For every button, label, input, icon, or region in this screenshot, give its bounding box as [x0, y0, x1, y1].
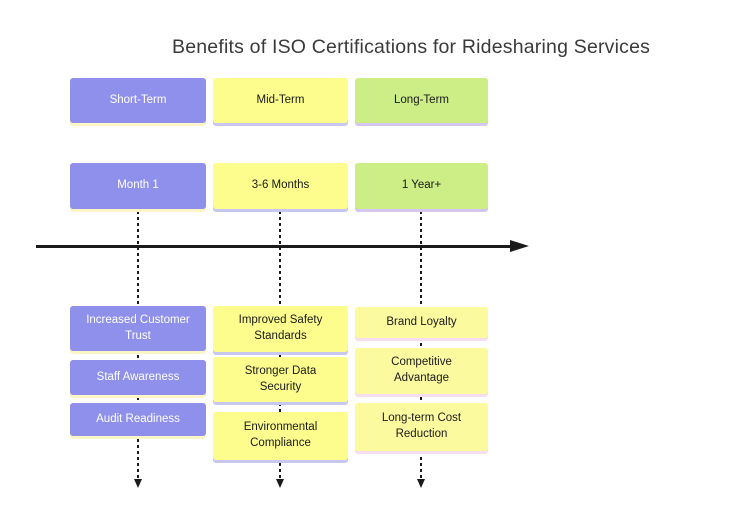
header-box-mid-term: Mid-Term: [213, 78, 348, 123]
benefit-box-brand-loyalty: Brand Loyalty: [355, 307, 488, 338]
period-box-month-1: Month 1: [70, 163, 206, 209]
period-box-1-year-plus: 1 Year+: [355, 163, 488, 209]
timeline-arrowhead-icon: [510, 240, 529, 252]
benefit-box-stronger-data-security: Stronger Data Security: [213, 357, 348, 402]
timeline-axis-line: [36, 245, 511, 248]
benefit-box-environmental-compliance: Environmental Compliance: [213, 412, 348, 460]
benefit-box-improved-safety-standards: Improved Safety Standards: [213, 306, 348, 352]
dashed-connector-long-term: [420, 211, 422, 478]
benefit-box-competitive-advantage: Competitive Advantage: [355, 348, 488, 394]
benefit-box-staff-awareness: Staff Awareness: [70, 360, 206, 395]
period-box-3-6-months: 3-6 Months: [213, 163, 348, 209]
diagram-title: Benefits of ISO Certifications for Rides…: [172, 36, 651, 58]
down-arrow-icon-short-term: [134, 479, 142, 488]
benefit-box-increased-customer-trust: Increased Customer Trust: [70, 306, 206, 351]
down-arrow-icon-mid-term: [276, 479, 284, 488]
header-box-long-term: Long-Term: [355, 78, 488, 123]
benefit-box-long-term-cost-reduction: Long-term Cost Reduction: [355, 403, 488, 451]
down-arrow-icon-long-term: [417, 479, 425, 488]
benefit-box-audit-readiness: Audit Readiness: [70, 403, 206, 436]
header-box-short-term: Short-Term: [70, 78, 206, 123]
